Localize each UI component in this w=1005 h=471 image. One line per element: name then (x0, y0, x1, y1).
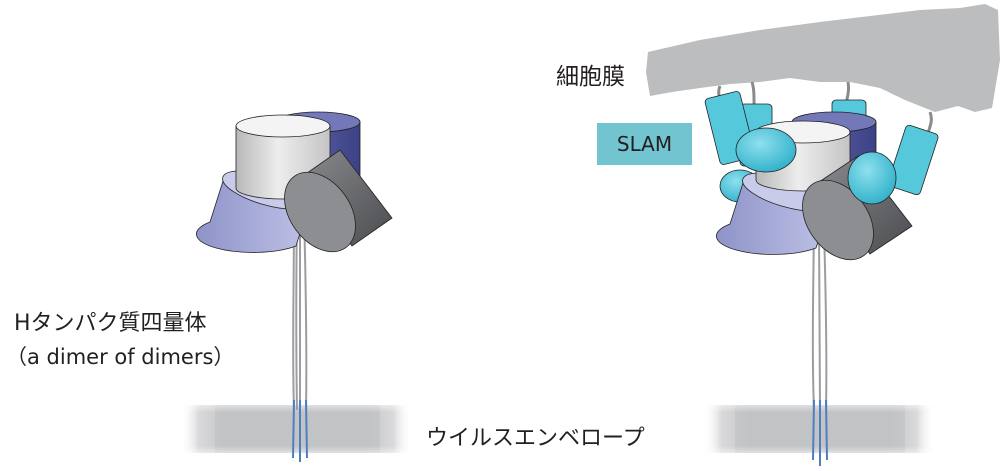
cell-membrane (646, 4, 1000, 112)
transmembrane-right (812, 399, 828, 466)
slam-receptor-front-right (847, 124, 939, 205)
slam-receptor-front-left (704, 91, 797, 173)
slam-label-box: SLAM (597, 123, 692, 165)
transmembrane-left (292, 399, 308, 462)
tetramer-label: Hタンパク質四量体 (14, 311, 207, 336)
grey-cylinder-left (284, 149, 393, 253)
tetramer-sublabel: （a dimer of dimers） (6, 345, 235, 369)
envelope-left (180, 405, 412, 453)
tetramer-left (180, 111, 412, 462)
stalk-right (811, 227, 828, 411)
tetramer-right (646, 4, 1000, 466)
grey-cylinder-right (802, 155, 913, 261)
slam-label: SLAM (616, 132, 673, 156)
viral-envelope-label: ウイルスエンベロープ (426, 426, 645, 451)
cell-membrane-label: 細胞膜 (556, 64, 625, 90)
